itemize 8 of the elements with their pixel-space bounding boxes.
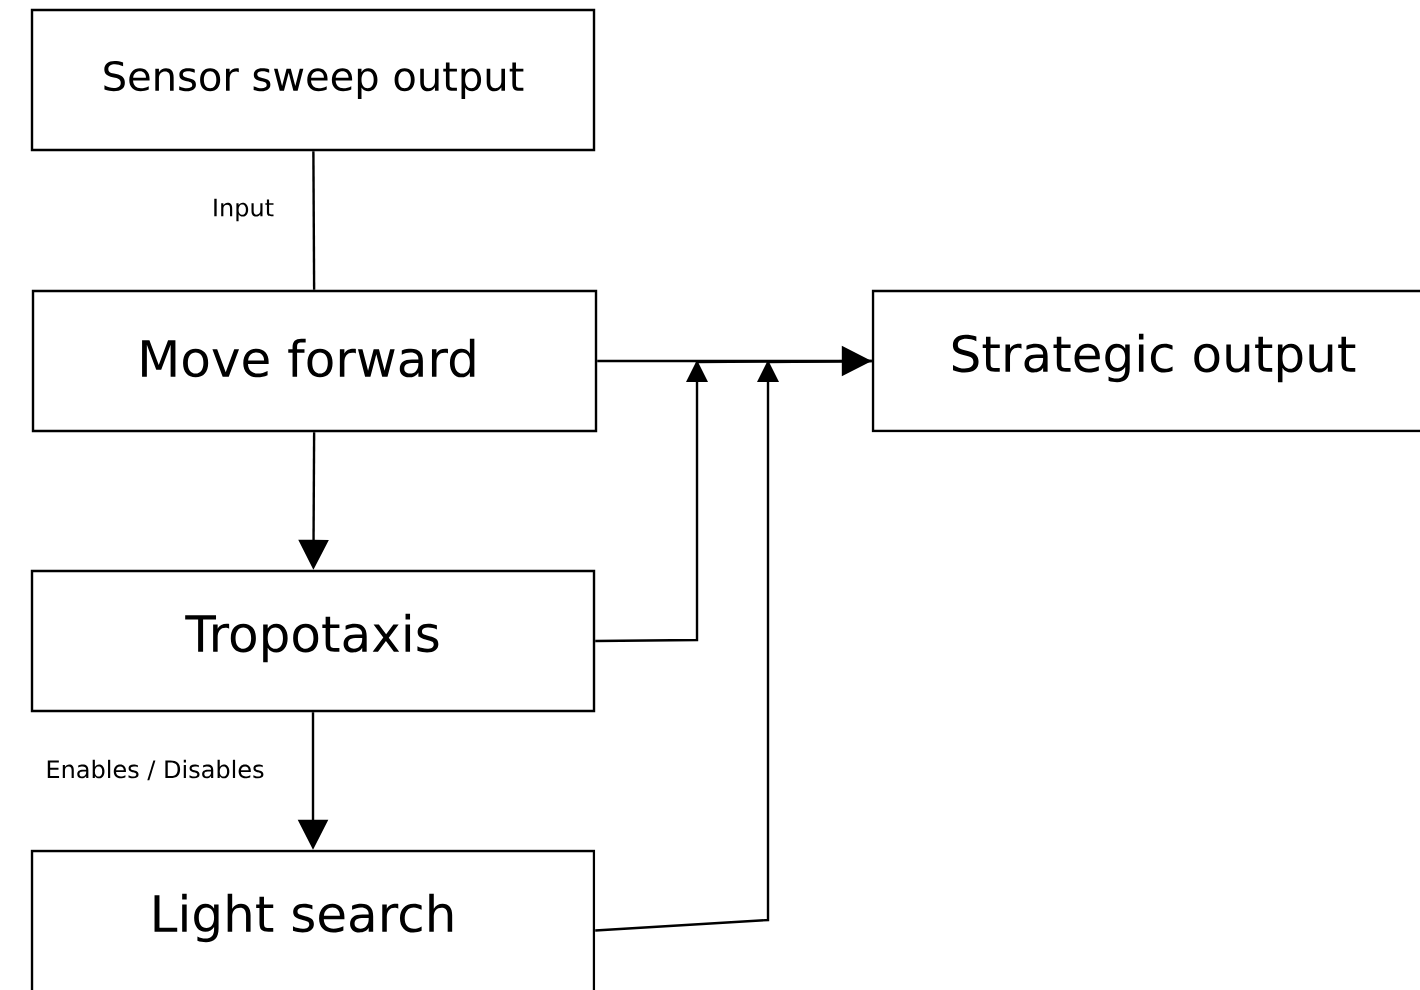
process-box: Light search (30, 849, 596, 990)
edge-label: Input (210, 197, 276, 223)
process-box: Move forward (31, 289, 598, 433)
arrow (595, 359, 872, 932)
edge-label: Enables / Disables (44, 758, 266, 782)
process-box: Strategic output (871, 289, 1420, 433)
process-box: Sensor sweep output (30, 8, 596, 152)
process-box: Tropotaxis (30, 569, 596, 713)
